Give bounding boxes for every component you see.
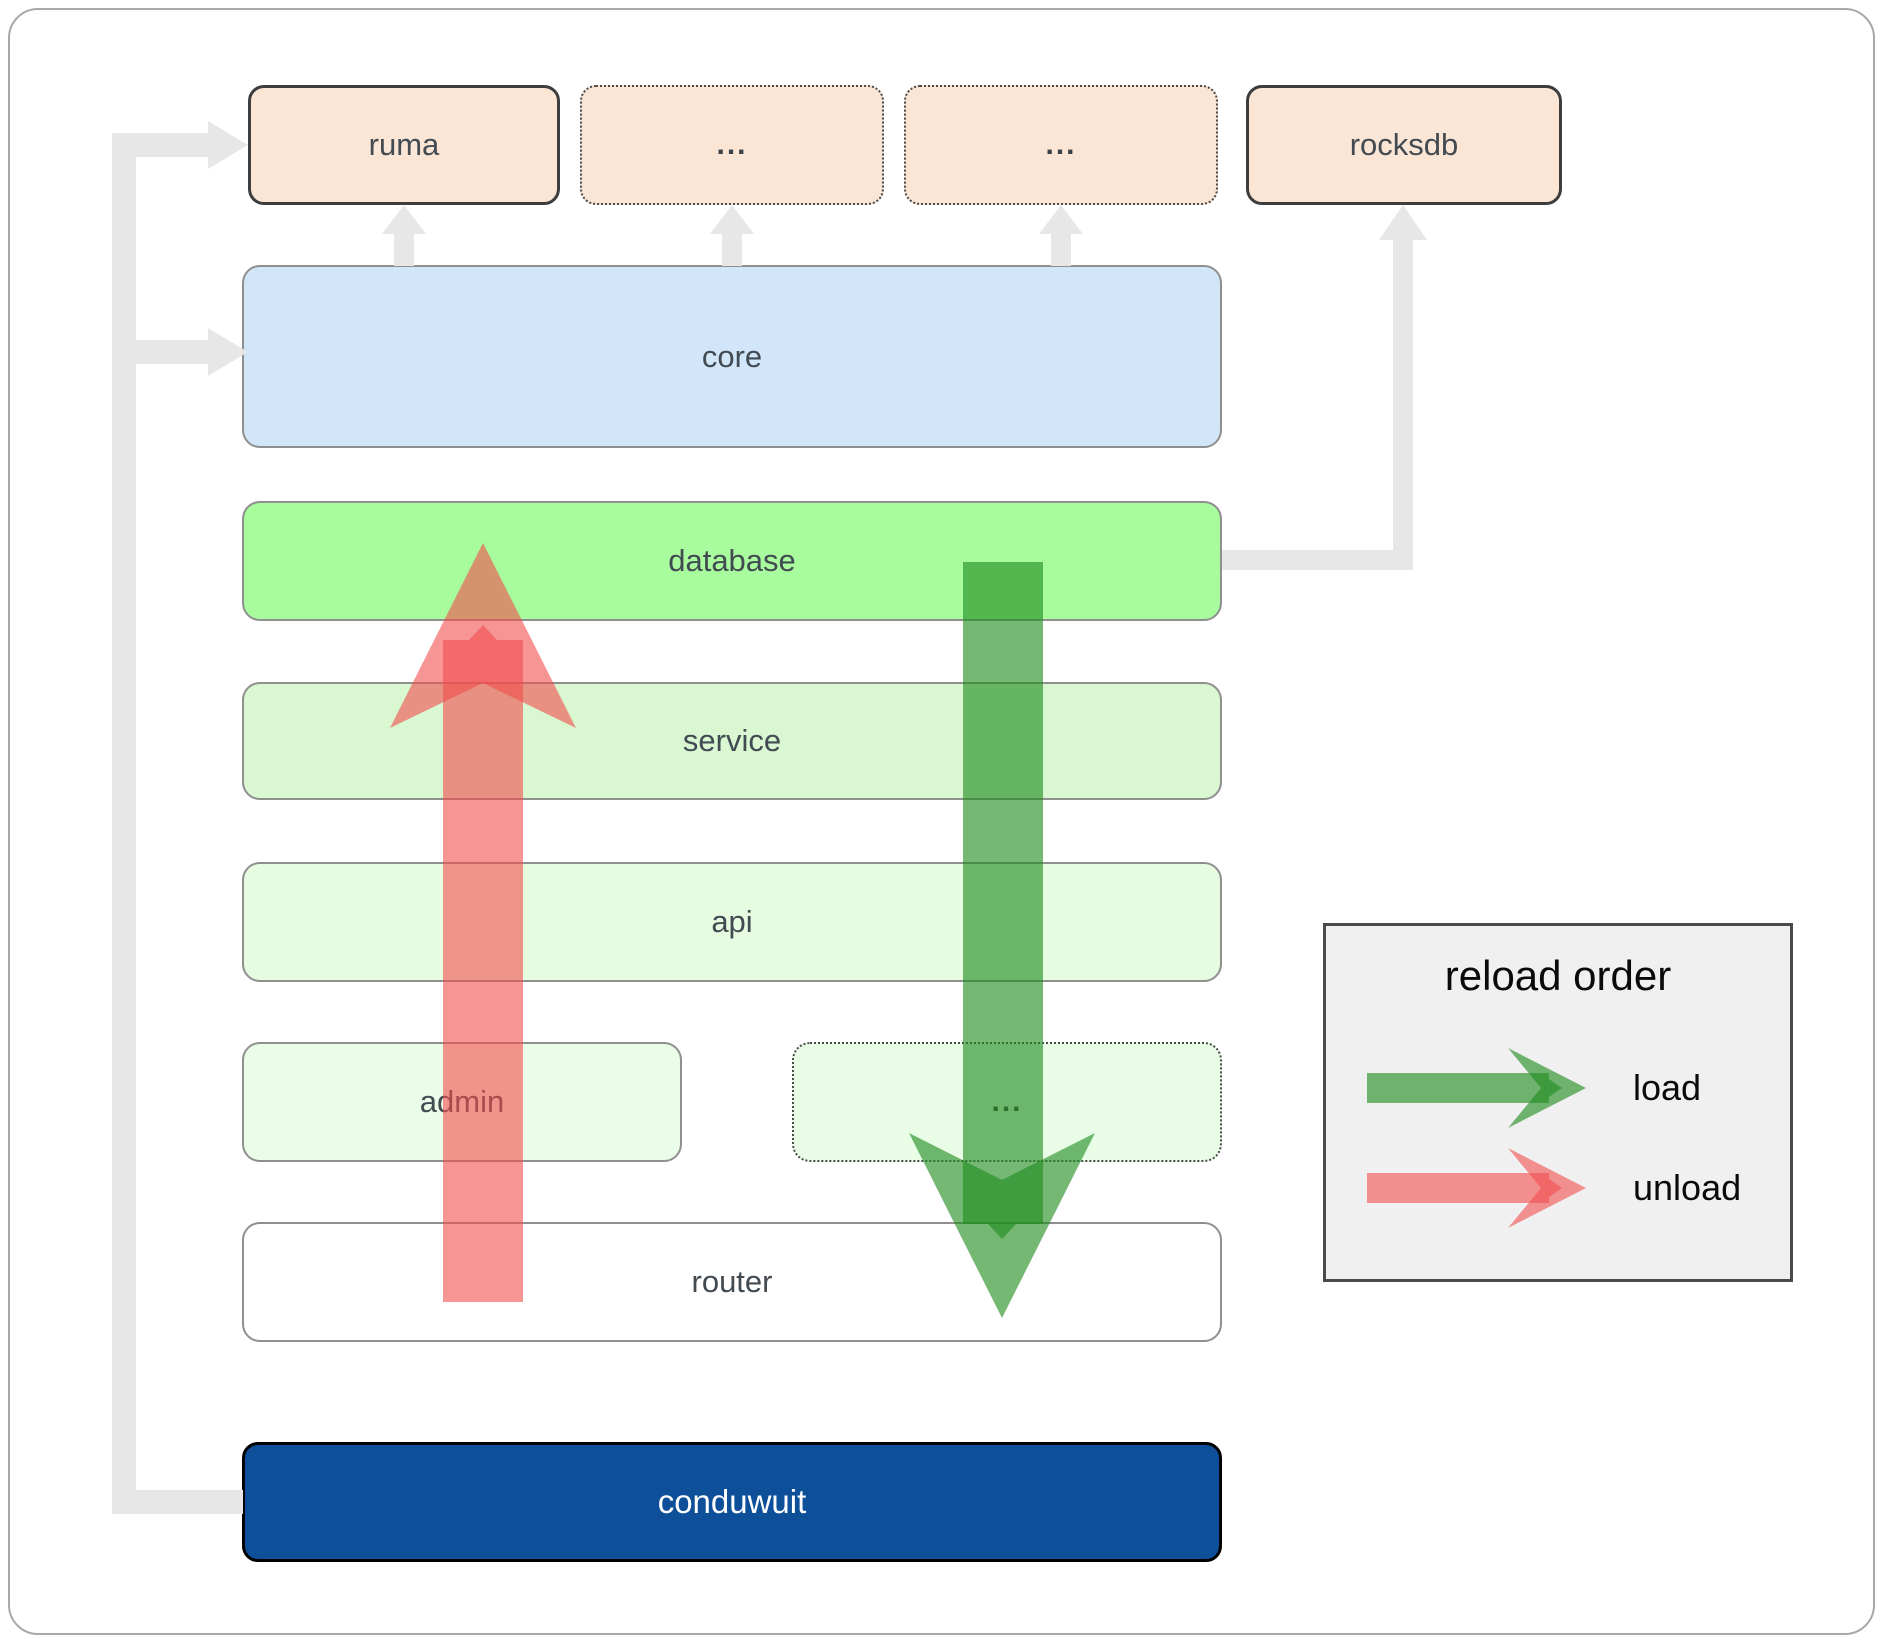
- node-api: api: [242, 862, 1222, 982]
- node-service-label: service: [682, 723, 782, 758]
- node-ruma-label: ruma: [368, 127, 440, 162]
- node-dots-top-2-label: ...: [1045, 128, 1077, 161]
- diagram-frame: [8, 8, 1875, 1635]
- node-service: service: [242, 682, 1222, 800]
- unload-arrow-icon: [1367, 1148, 1586, 1228]
- node-dots-top-1-label: ...: [716, 128, 748, 161]
- node-admin: admin: [242, 1042, 682, 1162]
- node-database-label: database: [668, 543, 796, 578]
- legend-unload-label: unload: [1633, 1167, 1742, 1208]
- node-router: router: [242, 1222, 1222, 1342]
- node-api-label: api: [711, 904, 753, 939]
- node-router-label: router: [691, 1264, 773, 1299]
- node-dots-top-1: ...: [580, 85, 884, 205]
- legend-load-label: load: [1633, 1067, 1702, 1108]
- node-core: core: [242, 265, 1222, 448]
- legend-title: reload order: [1444, 952, 1672, 999]
- node-admin-label: admin: [419, 1084, 505, 1119]
- legend: reload order load unload: [1323, 923, 1793, 1282]
- node-core-label: core: [701, 338, 763, 374]
- node-rocksdb: rocksdb: [1246, 85, 1562, 205]
- node-dots-top-2: ...: [904, 85, 1218, 205]
- node-ruma: ruma: [248, 85, 560, 205]
- node-dots-mid: ...: [792, 1042, 1222, 1162]
- node-conduwuit-label: conduwuit: [657, 1483, 807, 1520]
- load-arrow-icon: [1367, 1048, 1586, 1128]
- node-dots-mid-label: ...: [991, 1085, 1023, 1118]
- node-rocksdb-label: rocksdb: [1349, 127, 1459, 162]
- node-database: database: [242, 501, 1222, 621]
- node-conduwuit: conduwuit: [242, 1442, 1222, 1562]
